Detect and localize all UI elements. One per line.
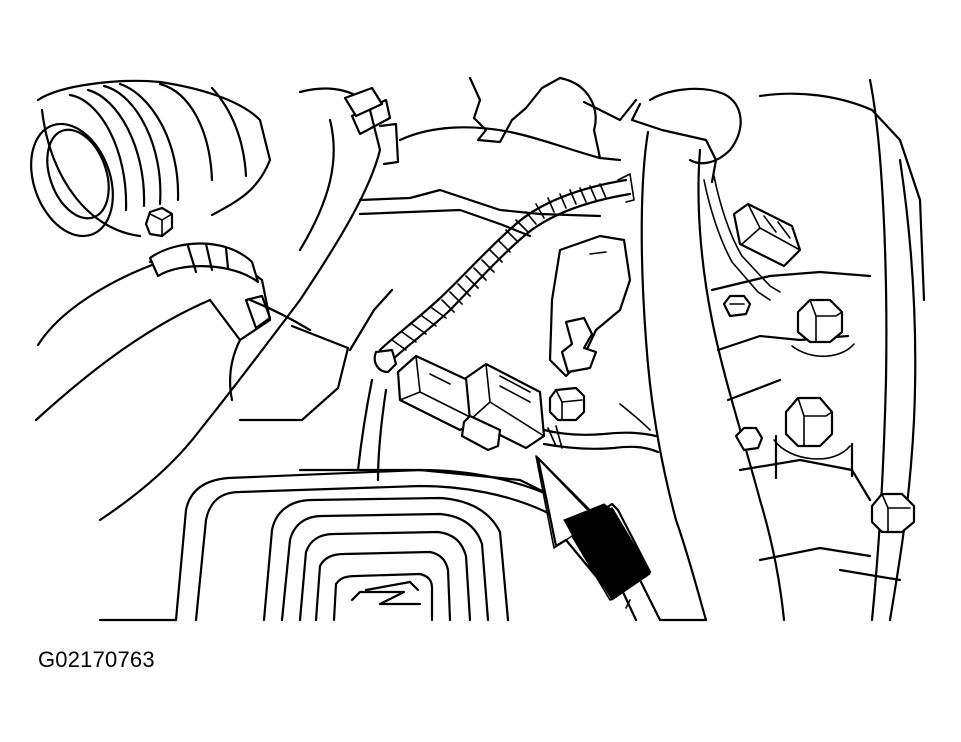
bolt-mid-right — [736, 428, 762, 450]
engine-block — [240, 78, 620, 500]
intake-hose — [16, 81, 270, 248]
sensor-wire — [544, 404, 658, 452]
sensor-mount-bolt — [550, 388, 584, 420]
diagonal-hose — [100, 88, 398, 520]
coolant-hose — [36, 244, 270, 421]
hose-bolt — [146, 208, 172, 236]
bolt-right-upper — [792, 300, 854, 356]
right-bracket — [712, 80, 924, 620]
bolt-far-right — [872, 494, 914, 532]
arrow-pointer-icon — [536, 456, 650, 608]
harness-connector — [398, 356, 544, 450]
bolt-right-small — [724, 296, 750, 316]
sensor-bracket — [550, 236, 630, 376]
bolt-right-lower — [774, 398, 852, 478]
wire-harness-coil — [375, 174, 634, 372]
figure-id-label: G02170763 — [38, 647, 155, 672]
upper-connector — [704, 176, 800, 300]
right-vertical-hose — [584, 89, 784, 620]
